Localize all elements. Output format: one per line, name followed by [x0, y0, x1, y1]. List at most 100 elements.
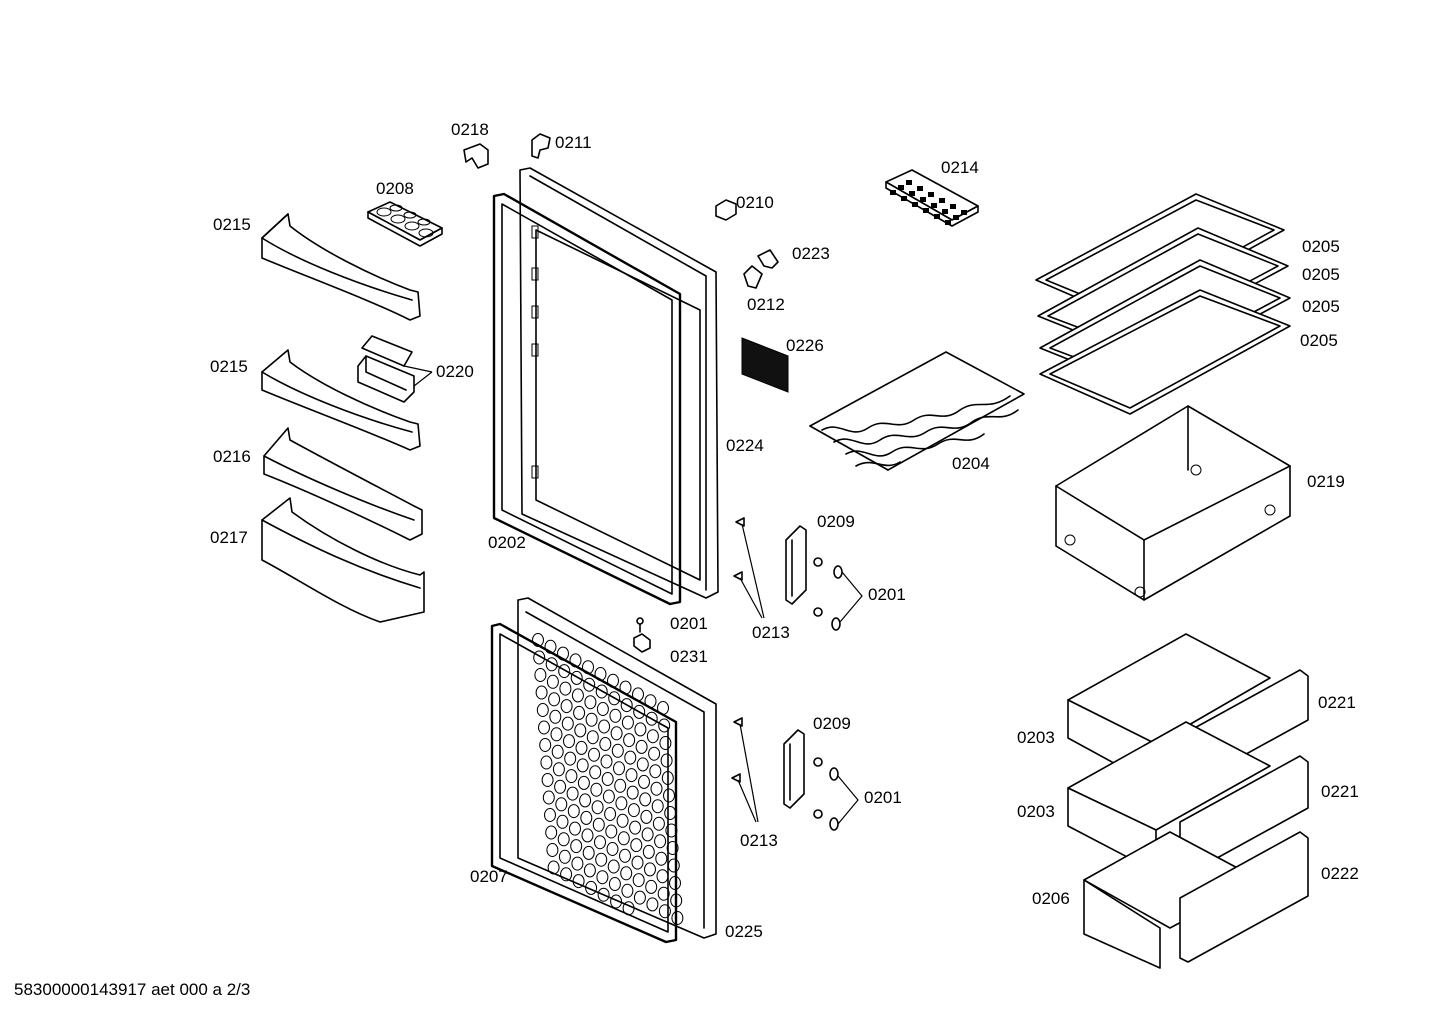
part-label: 0209: [817, 512, 855, 531]
part-label: 0210: [736, 193, 774, 212]
door-liner-dimple: [574, 723, 587, 738]
door-liner-dimple: [646, 729, 659, 744]
part-label: 0205: [1302, 297, 1340, 316]
door-liner-dimple: [570, 670, 583, 685]
door-liner-dimple: [589, 765, 602, 780]
door-liner-dimple: [569, 821, 581, 836]
screws-0201-lower: [813, 757, 859, 831]
handle-0209-lower: [783, 729, 805, 809]
door-liner-dimple: [619, 848, 631, 863]
door-liner-dimple: [645, 711, 658, 726]
door-liner-dimple: [660, 753, 673, 768]
part-label: 0204: [952, 454, 990, 473]
door-liner-dimple: [577, 775, 590, 790]
door-liner-dimple: [579, 793, 592, 808]
butter-compartment-0220: [357, 335, 415, 403]
part-label: 0214: [941, 158, 979, 177]
door-liner-dimple: [615, 796, 628, 811]
ice-tray-0214: [885, 169, 979, 227]
door-liner-dimple: [558, 664, 571, 679]
door-liner-dimple: [575, 740, 588, 755]
door-liner-dimple: [600, 754, 613, 769]
door-liner-dimple: [652, 816, 665, 831]
door-liner-dimple: [624, 750, 637, 765]
door-shelf-0216: [263, 427, 423, 541]
screws-0213-lower: [731, 717, 759, 823]
door-liner-dimple: [621, 883, 634, 898]
door-liner-dimple: [552, 762, 565, 777]
door-liner-dimple: [649, 764, 662, 779]
door-liner-dimple: [635, 739, 648, 754]
door-liner-dimple: [594, 835, 606, 850]
door-liner-dimple: [608, 877, 621, 891]
door-liner-dimple: [606, 842, 619, 856]
door-liner-dimple: [609, 708, 622, 723]
hinge-0212: [743, 265, 763, 289]
door-liner-dimple: [585, 712, 598, 727]
door-liner-dimple: [633, 890, 646, 905]
door-liner-dimple: [663, 788, 675, 803]
part-label: 0203: [1017, 802, 1055, 821]
door-shelf-0215-middle: [261, 349, 421, 451]
door-liner-dimple: [572, 874, 585, 889]
door-liner-dimple: [583, 677, 596, 692]
door-liner-dimple: [544, 808, 556, 822]
door-liner-dimple: [645, 879, 658, 894]
door-liner-dimple: [605, 824, 618, 839]
door-liner-dimple: [540, 755, 553, 770]
part-label: 0205: [1300, 331, 1338, 350]
part-label: 0213: [752, 623, 790, 642]
door-liner-dimple: [567, 804, 580, 819]
door-liner-dimple: [541, 773, 554, 787]
door-liner-dimple: [590, 782, 603, 797]
clip-0211: [531, 133, 551, 159]
part-label: 0215: [213, 215, 251, 234]
part-label: 0209: [813, 714, 851, 733]
door-liner-dimple: [650, 781, 663, 796]
door-liner-dimple: [558, 849, 571, 864]
door-liner-dimple: [658, 718, 671, 733]
door-liner-dimple: [546, 674, 559, 689]
door-liner-dimple: [630, 838, 643, 853]
door-liner-dimple: [602, 789, 615, 804]
ice-cube-cell: [906, 180, 912, 185]
door-liner-dimple: [582, 845, 595, 860]
door-liner-dimple: [598, 719, 611, 734]
door-liner-dimple: [636, 757, 649, 772]
ice-cube-cell: [950, 204, 956, 209]
ice-cube-cell: [961, 210, 967, 215]
door-liner-dimple: [629, 820, 642, 835]
egg-tray-0208: [367, 201, 443, 247]
glass-shelf-0205-4: [1039, 289, 1291, 415]
door-liner-dimple: [659, 736, 672, 750]
door-liner-dimple: [596, 702, 609, 716]
door-liner-dimple: [539, 738, 552, 752]
part-label: 0203: [1017, 728, 1055, 747]
leader-0220: [403, 365, 433, 387]
door-shelf-0215-top: [261, 213, 421, 321]
label-plate-0226: [741, 337, 789, 393]
ice-cube-cell: [953, 215, 959, 220]
door-liner-dimple: [634, 722, 647, 737]
door-liner-dimple: [555, 797, 568, 812]
door-liner-dimple: [632, 873, 645, 888]
door-liner-dimple: [601, 772, 614, 786]
part-label: 0212: [747, 295, 785, 314]
ice-cube-cell: [901, 196, 907, 201]
door-liner-dimple: [563, 734, 575, 749]
door-liner-dimple: [550, 727, 563, 742]
door-liner-dimple: [549, 709, 562, 724]
door-liner-dimple: [573, 705, 586, 720]
door-liner-dimple: [633, 704, 646, 719]
ice-cube-cell: [898, 185, 904, 190]
door-liner-dimple: [566, 786, 579, 801]
door-liner-dimple: [625, 768, 638, 783]
part-label: 0222: [1321, 864, 1359, 883]
fridge-door-0224: [519, 167, 719, 599]
ice-cube-cell: [931, 203, 937, 208]
part-label: 0216: [213, 447, 251, 466]
door-liner-dimple: [610, 894, 623, 909]
door-liner-dimple: [571, 688, 584, 703]
door-liner-dimple: [534, 668, 547, 682]
